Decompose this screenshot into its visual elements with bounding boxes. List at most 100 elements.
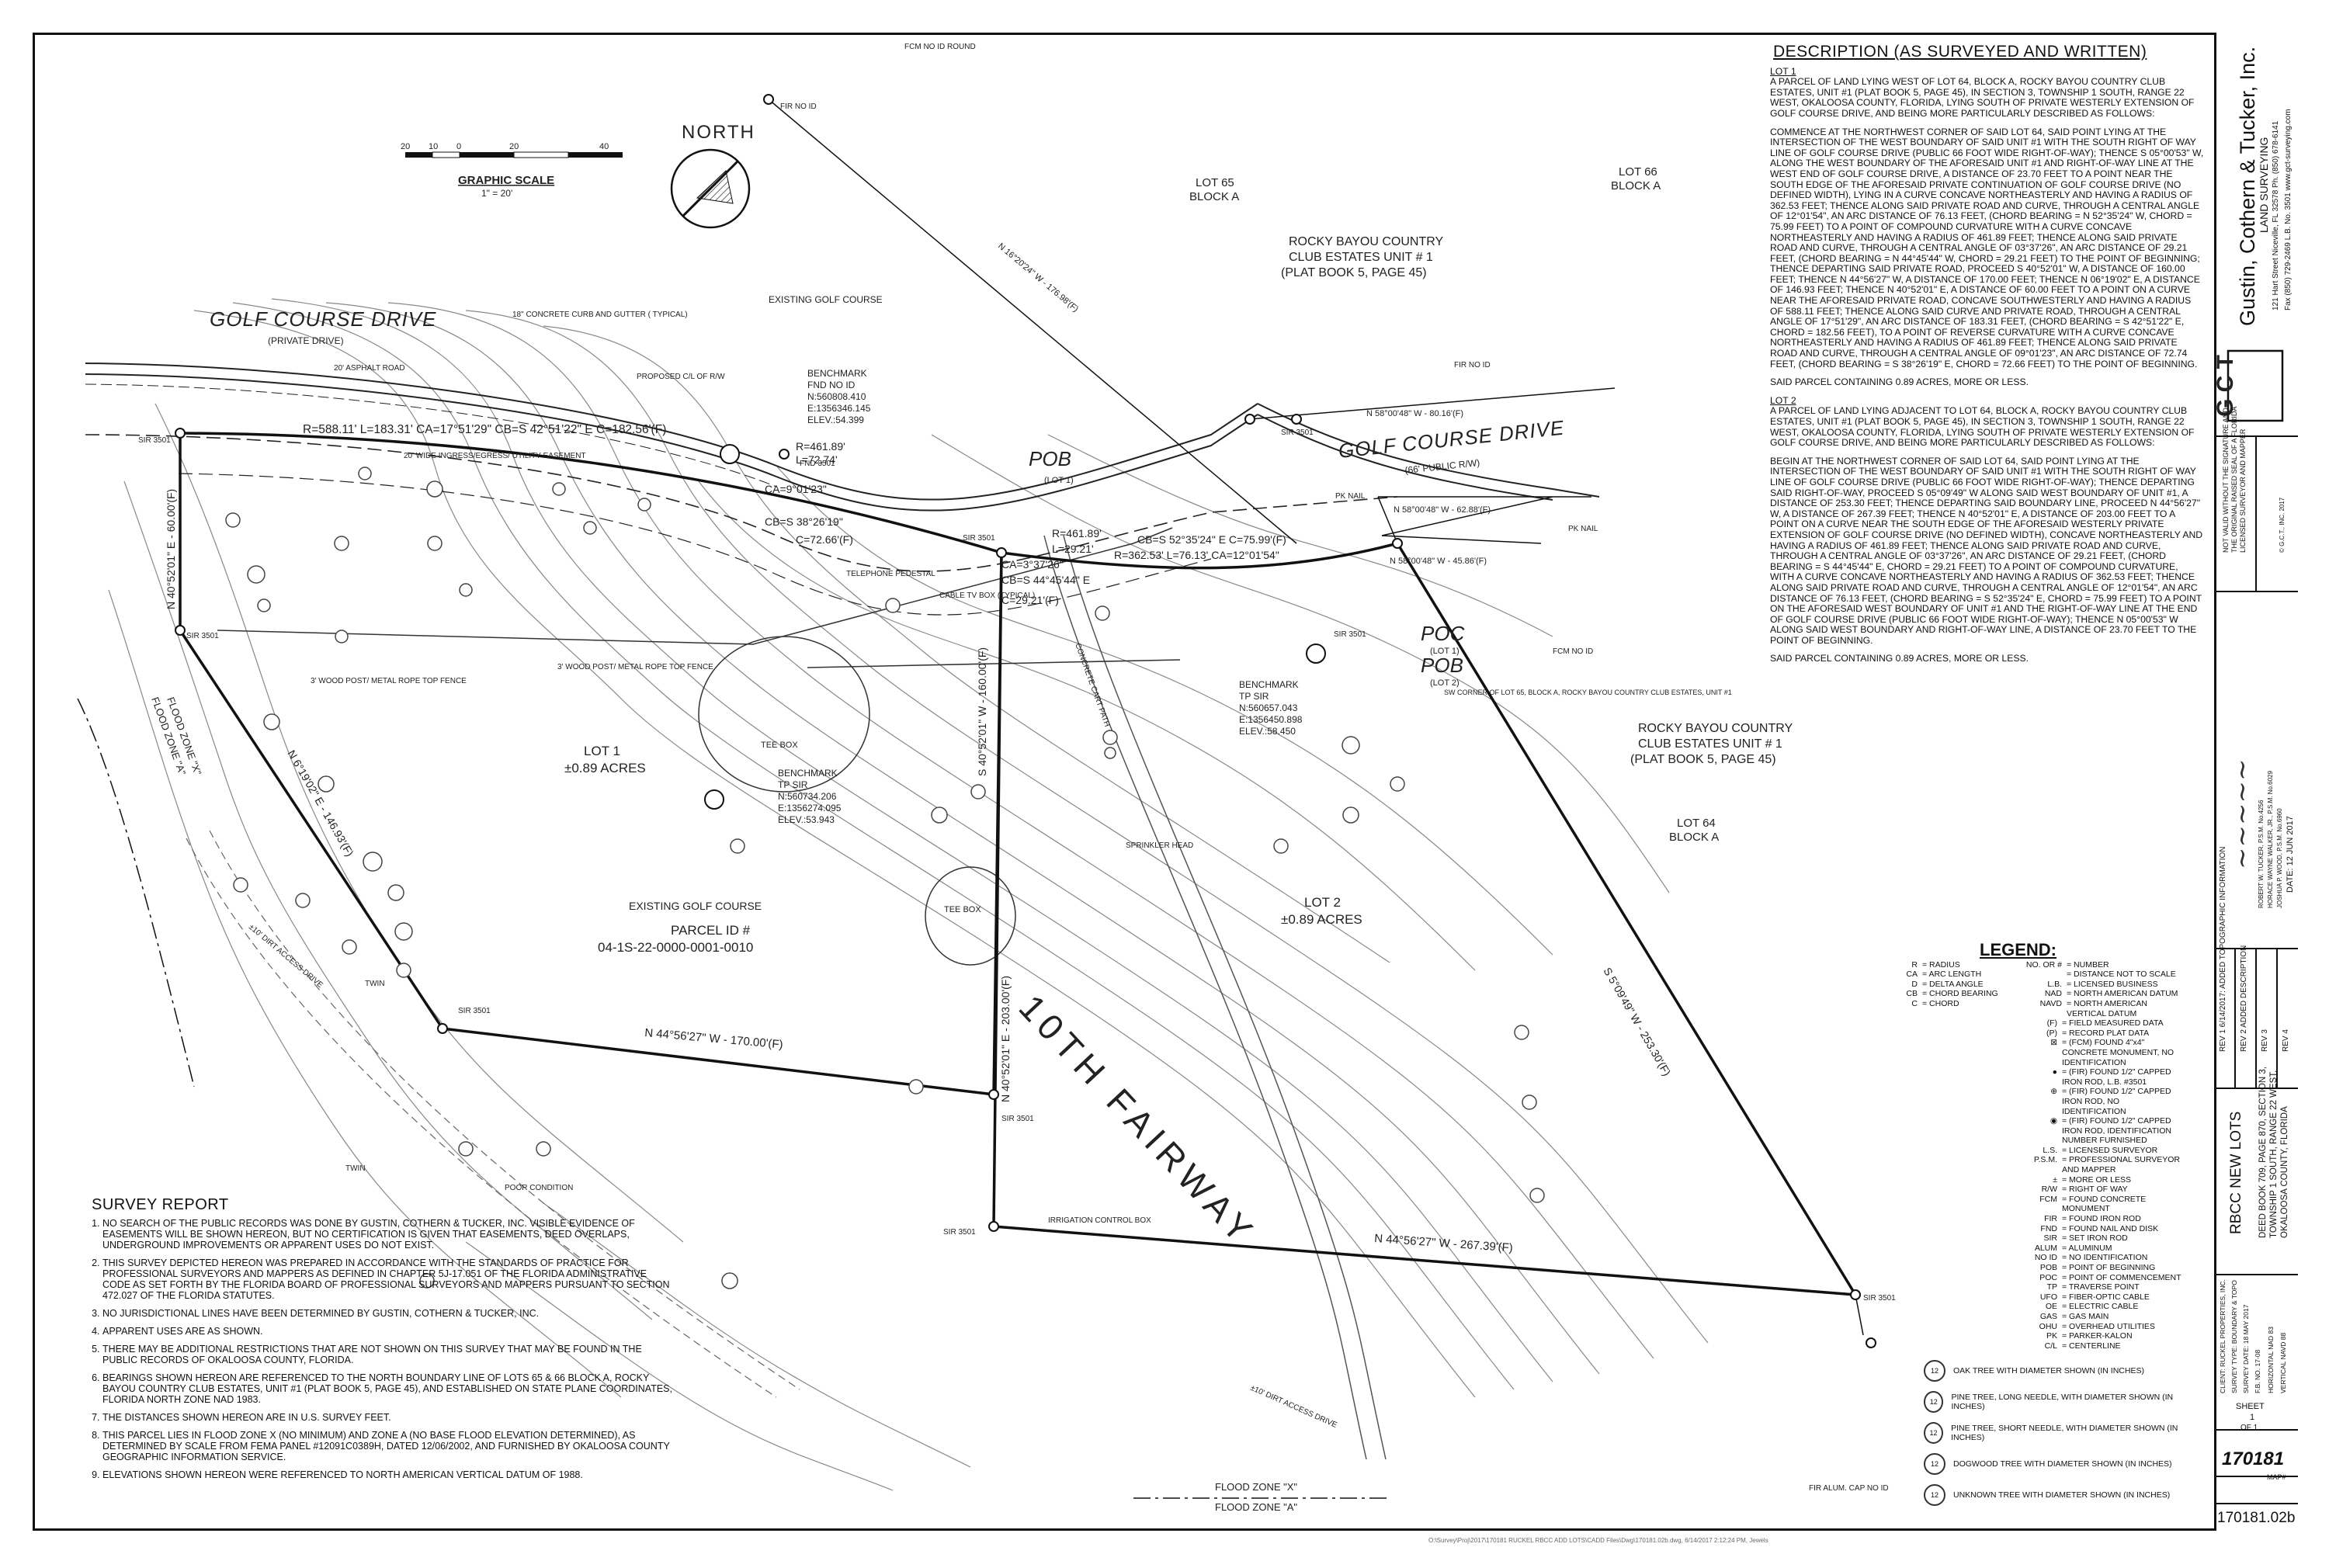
legend-item: FCM= FOUND CONCRETE MONUMENT: [1886, 1195, 2181, 1214]
bench3-line-4: ELEV.:58.450: [1239, 726, 1296, 737]
flood-zone-x-bottom: FLOOD ZONE "X": [1215, 1481, 1297, 1493]
fairway-label: 10TH FAIRWAY: [1012, 987, 1265, 1254]
legend-def: = POINT OF BEGINNING: [2062, 1263, 2156, 1272]
survey-type: SURVEY TYPE: BOUNDARY & TOPO: [2230, 1280, 2238, 1393]
sir-4: SIR 3501: [1001, 1115, 1034, 1123]
legend-def: = RIGHT OF WAY: [2062, 1185, 2128, 1195]
legend-abbr: C/L: [2044, 1341, 2057, 1351]
firm-name: Gustin, Cothern & Tucker, Inc.: [2236, 46, 2259, 326]
note-sprinkler: SPRINKLER HEAD: [1126, 841, 1193, 850]
project-title: RBCC NEW LOTS: [2228, 1111, 2244, 1234]
seal-note: NOT VALID WITHOUT THE SIGNATURE AND THE …: [2222, 407, 2247, 553]
rev-1: REV 1 6/14/2017: ADDED TOPOGRAPHIC INFOR…: [2219, 846, 2227, 1052]
rev-2: REV 2 ADDED DESCRIPTION: [2240, 945, 2248, 1052]
lot65-label: LOT 65: [1196, 176, 1234, 189]
lot64-label: LOT 64: [1677, 817, 1716, 830]
tee-box-2: [925, 866, 1016, 966]
legend-item: NO ID= NO IDENTIFICATION: [1886, 1253, 2181, 1263]
legend-def: = LICENSED BUSINESS: [2067, 979, 2158, 989]
tee-box-label-2: TEE BOX: [944, 905, 981, 914]
graphic-scale: [405, 151, 623, 158]
firm-sub: LAND SURVEYING: [2258, 137, 2270, 233]
lot2-desc-label: LOT 2: [1770, 394, 1796, 406]
note-fcm: FCM NO ID: [1553, 647, 1593, 656]
legend-def: = DELTA ANGLE: [1922, 979, 1984, 989]
note-telephone: TELEPHONE PEDESTAL: [846, 570, 935, 578]
curve-right-cb: CB=S 52°35'24" E C=75.99'(F): [1137, 533, 1286, 546]
legend-item: OHU= OVERHEAD UTILITIES: [1886, 1322, 2181, 1332]
bench1-line-1: FND NO ID: [807, 380, 856, 390]
legend-def: = NORTH AMERICAN DATUM: [2067, 989, 2178, 999]
note-cable: CABLE TV BOX (TYPICAL): [939, 591, 1035, 600]
gcd-right-label: GOLF COURSE DRIVE: [1337, 416, 1565, 463]
pob2-sub: (LOT 2): [1430, 678, 1460, 688]
fence-lines: [217, 527, 1181, 668]
legend-def: = FOUND IRON ROD: [2062, 1214, 2141, 1224]
bench1-line-2: N:560808.410: [807, 391, 866, 402]
scale-tick-1: 10: [429, 142, 438, 151]
legend-def: = CHORD BEARING: [1922, 989, 1998, 999]
curve-right-label: R=362.53' L=76.13' CA=12°01'54": [1114, 549, 1279, 561]
lot66-label: LOT 66: [1619, 165, 1657, 179]
north-arrow-icon: [670, 148, 751, 229]
legend-def: = GAS MAIN: [2062, 1311, 2109, 1321]
legend-abbr: L.B.: [2047, 979, 2062, 989]
legend-tree-def: UNKNOWN TREE WITH DIAMETER SHOWN (IN INC…: [1953, 1490, 2171, 1500]
note-cart-path: CONCRETE CART PATH: [1073, 642, 1111, 728]
legend-item: PK= PARKER-KALON: [1886, 1331, 2181, 1341]
tree-icon: 12: [1924, 1422, 1944, 1445]
note-easement: 20' WIDE INGRESS/EGRESS/ UTILITY EASEMEN…: [404, 452, 586, 460]
legend-tree-def: PINE TREE, SHORT NEEDLE, WITH DIAMETER S…: [1951, 1423, 2178, 1443]
legend-abbr: ◉: [2050, 1116, 2057, 1126]
tree-icon: 12: [1924, 1360, 1945, 1382]
lot64-block: BLOCK A: [1669, 831, 1719, 844]
footer-path: O:\Survey\Proj\2017\170181 RUCKEL RBCC A…: [1428, 1537, 1768, 1544]
note-irrigation: IRRIGATION CONTROL BOX: [1048, 1216, 1151, 1225]
report-item: NO SEARCH OF THE PUBLIC RECORDS WAS DONE…: [102, 1218, 675, 1251]
lot1-desc-p1: A PARCEL OF LAND LYING WEST OF LOT 64, B…: [1770, 76, 2195, 119]
note-fir-alum: FIR ALUM. CAP NO ID: [1809, 1484, 1889, 1493]
legend-abbr: NAD: [2044, 989, 2062, 999]
sheet-of: OF 1: [2240, 1424, 2258, 1432]
rev-4: REV 4: [2282, 1029, 2290, 1052]
legend-abbr: GAS: [2039, 1311, 2057, 1321]
job-number: 170181: [2222, 1448, 2285, 1469]
legend-def: = SET IRON ROD: [2062, 1233, 2128, 1244]
report-item: THERE MAY BE ADDITIONAL RESTRICTIONS THA…: [102, 1344, 675, 1365]
project-deed: DEED BOOK 709, PAGE 870, SECTION 3, TOWN…: [2258, 1067, 2289, 1238]
legend-item: (F)= FIELD MEASURED DATA: [1886, 1018, 2181, 1029]
legend-abbr: POC: [2039, 1272, 2057, 1282]
signer-3: JOSHUA P. WOOD, P.S.M. No.6960: [2276, 808, 2283, 908]
bench3-line-1: TP SIR: [1239, 691, 1269, 702]
legend-abbr: P.S.M.: [2033, 1155, 2057, 1165]
dirt-access-drive: [186, 830, 800, 1398]
tee-box-1: [698, 636, 870, 793]
parcel-label: PARCEL ID #: [671, 923, 751, 938]
line-h1-label: N 44°56'27" W - 170.00'(F): [644, 1026, 784, 1052]
legend-abbr: SIR: [2043, 1233, 2057, 1244]
legend-def: = FOUND CONCRETE MONUMENT: [2062, 1194, 2147, 1214]
legend-abbr: UFO: [2039, 1292, 2057, 1302]
tee-box-label-1: TEE BOX: [761, 741, 798, 750]
lot66-block: BLOCK A: [1611, 179, 1661, 193]
legend-item: ALUM= ALUMINUM: [1886, 1244, 2181, 1254]
sir-7: SIR 3501: [1281, 428, 1314, 437]
map-label: MAP#: [2267, 1473, 2286, 1481]
curve-mid-0: R=461.89': [1052, 527, 1102, 539]
legend-item: FIR= FOUND IRON ROD: [1886, 1214, 2181, 1224]
bench3-line-0: BENCHMARK: [1239, 679, 1299, 690]
description-title: DESCRIPTION (AS SURVEYED AND WRITTEN): [1773, 43, 2147, 61]
bench2-line-3: E:1356274.095: [778, 803, 842, 813]
map-number: 170181.02b: [2217, 1510, 2296, 1526]
rbcc-right-2: CLUB ESTATES UNIT # 1: [1638, 737, 1782, 751]
legend-def: = DISTANCE NOT TO SCALE: [2067, 970, 2176, 980]
parcel-number: 04-1S-22-0000-0001-0010: [598, 940, 753, 955]
legend-def: = ALUMINUM: [2062, 1243, 2112, 1253]
legend-abbr: R: [1911, 959, 1918, 970]
legend-def: = (FIR) FOUND 1/2" CAPPED IRON ROD, L.B.…: [2062, 1067, 2171, 1087]
scale-tick-4: 40: [599, 142, 609, 151]
